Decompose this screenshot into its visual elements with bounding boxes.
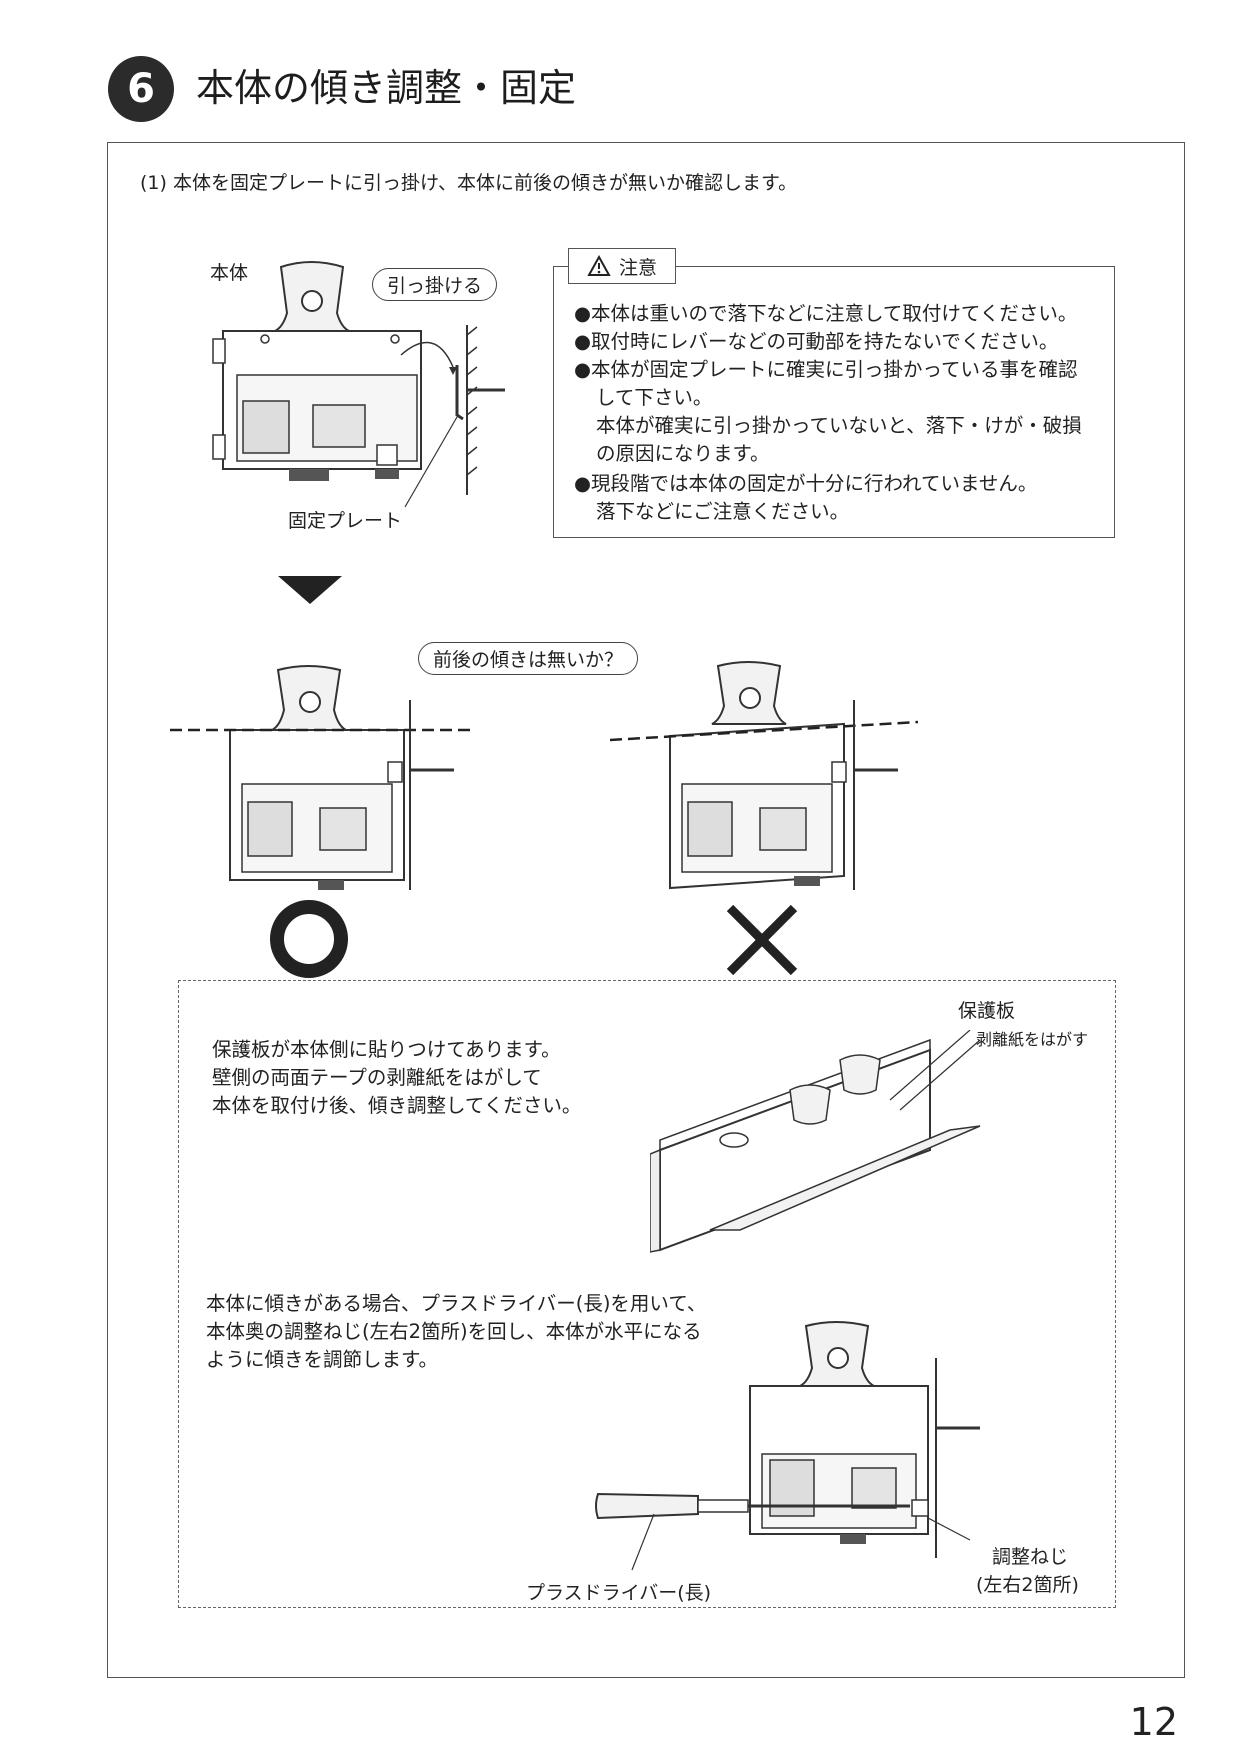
label-adjust-screw-note: (左右2箇所) <box>976 1574 1079 1596</box>
warning-triangle-icon <box>587 255 611 276</box>
step-number: 6 <box>127 66 155 112</box>
caution-title: 注意 <box>618 256 657 279</box>
protect-line-1: 保護板が本体側に貼りつけてあります。 <box>212 1038 561 1061</box>
protect-plate-illustration <box>650 1030 981 1253</box>
label-adjust-screw: 調整ねじ <box>992 1546 1069 1568</box>
adjust-line-3: ように傾きを調節します。 <box>206 1348 439 1371</box>
top-body-illustration <box>212 261 505 508</box>
step1-text: (1) 本体を固定プレートに引っ掛け、本体に前後の傾きが無いか確認します。 <box>140 172 798 194</box>
step-number-badge: 6 <box>108 56 174 122</box>
caution-line-7: ●現段階では本体の固定が十分に行われていません。 <box>574 472 1038 495</box>
adjust-illustration <box>595 1321 980 1571</box>
caution-line-3: ●本体が固定プレートに確実に引っ掛かっている事を確認 <box>574 358 1078 381</box>
caution-line-1: ●本体は重いので落下などに注意して取付けてください。 <box>574 302 1078 325</box>
caution-line-4: して下さい。 <box>596 386 713 409</box>
caution-line-5: 本体が確実に引っ掛かっていないと、落下・けが・破損 <box>596 414 1082 437</box>
caution-line-8: 落下などにご注意ください。 <box>596 500 850 523</box>
page-number: 12 <box>1129 1700 1178 1744</box>
tilt-ng-illustration <box>610 661 919 890</box>
caution-box <box>553 266 1115 538</box>
tilt-ok-illustration <box>170 665 470 890</box>
protect-note-box <box>178 980 1116 1608</box>
down-arrow-icon <box>278 576 342 604</box>
label-screwdriver: プラスドライバー(長) <box>526 1582 712 1604</box>
label-hook-pill: 引っ掛ける <box>372 268 498 301</box>
caution-line-6: の原因になります。 <box>596 442 770 465</box>
caution-tab: 注意 <box>568 248 676 284</box>
label-protect-plate: 保護板 <box>958 1000 1016 1022</box>
tilt-question-pill: 前後の傾きは無いか？ <box>418 642 639 675</box>
label-body: 本体 <box>210 262 249 284</box>
protect-line-2: 壁側の両面テープの剥離紙をはがして <box>212 1066 542 1089</box>
caution-line-2: ●取付時にレバーなどの可動部を持たないでください。 <box>574 330 1059 353</box>
protect-line-3: 本体を取付け後、傾き調整してください。 <box>212 1094 582 1117</box>
ng-cross-icon <box>726 904 798 976</box>
adjust-line-1: 本体に傾きがある場合、プラスドライバー(長)を用いて、 <box>206 1292 707 1315</box>
label-fixing-plate: 固定プレート <box>288 510 403 532</box>
adjust-line-2: 本体奥の調整ねじ(左右2箇所)を回し、本体が水平になる <box>206 1320 702 1343</box>
ok-circle-icon <box>270 900 348 978</box>
label-peel-paper: 剥離紙をはがす <box>976 1030 1089 1049</box>
page-title: 本体の傾き調整・固定 <box>196 66 577 110</box>
main-frame <box>107 142 1185 1678</box>
